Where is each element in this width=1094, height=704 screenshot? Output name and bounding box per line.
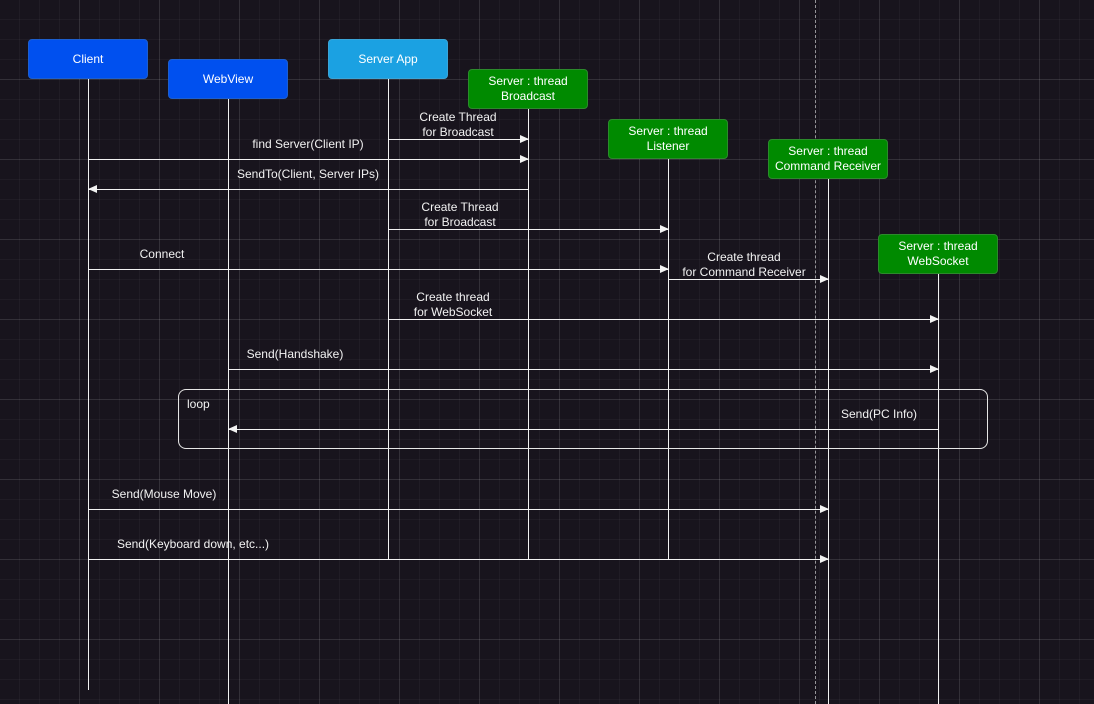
loop-frame — [178, 389, 988, 449]
message-arrow — [89, 505, 829, 513]
participant-label: Server : thread Command Receiver — [774, 144, 882, 173]
participant-label: Server App — [358, 51, 418, 66]
message-arrow — [89, 155, 529, 163]
lifeline-client — [88, 79, 89, 690]
loop-label: loop — [187, 397, 210, 411]
participant-label: Client — [72, 51, 104, 66]
message-arrow — [228, 425, 938, 433]
participant-server-app: Server App — [328, 39, 448, 79]
participant-label: WebView — [202, 71, 254, 86]
lifeline-thread-command — [828, 179, 829, 704]
participant-thread-broadcast: Server : thread Broadcast — [468, 69, 588, 109]
message-arrow — [89, 265, 669, 273]
message-label: Create thread for Command Receiver — [682, 250, 806, 279]
participant-webview: WebView — [168, 59, 288, 99]
message-arrow — [229, 365, 939, 373]
lifeline-server-app — [388, 79, 389, 560]
message-label: Send(Handshake) — [246, 347, 344, 361]
message-label: Send(Keyboard down, etc...) — [116, 537, 270, 551]
message-arrow — [88, 185, 528, 193]
participant-thread-command: Server : thread Command Receiver — [768, 139, 888, 179]
lifeline-thread-websocket — [938, 274, 939, 704]
message-label: Send(Mouse Move) — [111, 487, 217, 501]
message-label: Create thread for WebSocket — [413, 290, 493, 319]
message-arrow — [389, 315, 939, 323]
message-label: Create Thread for Broadcast — [419, 110, 497, 139]
message-label: Connect — [139, 247, 185, 261]
message-arrow — [669, 275, 829, 283]
lifeline-thread-listener — [668, 159, 669, 560]
message-arrow — [389, 225, 669, 233]
participant-label: Server : thread Broadcast — [488, 74, 568, 103]
message-label: Send(PC Info) — [840, 407, 918, 421]
message-arrow — [389, 135, 529, 143]
message-arrow — [89, 555, 829, 563]
participant-label: Server : thread Listener — [628, 124, 708, 153]
message-label: Create Thread for Broadcast — [421, 200, 499, 229]
participant-label: Server : thread WebSocket — [898, 239, 978, 268]
lifeline-webview — [228, 99, 229, 704]
participant-client: Client — [28, 39, 148, 79]
lifeline-thread-broadcast — [528, 109, 529, 560]
message-label: find Server(Client IP) — [252, 137, 364, 151]
participant-thread-listener: Server : thread Listener — [608, 119, 728, 159]
message-label: SendTo(Client, Server IPs) — [236, 167, 380, 181]
guide-line — [815, 0, 816, 704]
participant-thread-websocket: Server : thread WebSocket — [878, 234, 998, 274]
